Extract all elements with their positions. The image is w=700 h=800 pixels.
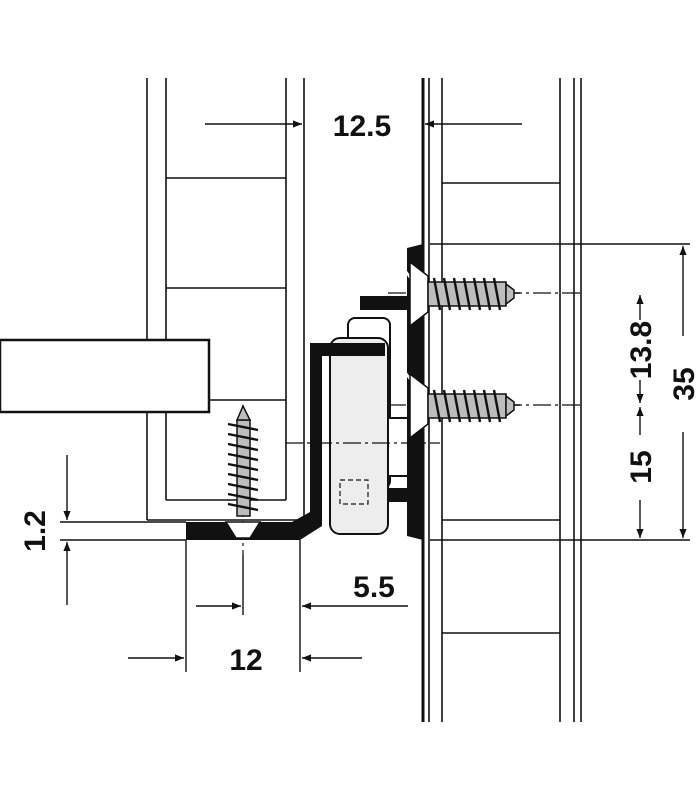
dimension-base-width: 12 [128,644,362,677]
extension-lines-right [430,243,690,541]
cabinet-side-panel [421,78,582,722]
dimension-lower-offset: 15 [625,407,658,538]
dimension-screw-spacing: 13.8 [625,295,658,403]
slide-roller-housing [329,317,409,535]
extension-lines-bottom [185,540,301,672]
dimension-label: 1.2 [19,510,52,552]
dimension-bottom-gap: 1.2 [19,455,186,605]
dimension-label: 15 [625,450,658,483]
dimension-label: 12 [229,644,262,677]
dimension-label: 12.5 [333,110,391,143]
dimension-total-height: 35 [668,246,700,538]
dimension-label: 35 [668,367,700,400]
wood-screw-icon [224,404,262,539]
euro-screw-icon [409,260,515,328]
dimension-label: 5.5 [353,571,395,604]
drawer-bottom-board [0,338,211,414]
euro-screw-icon [409,372,515,440]
dimension-label: 13.8 [625,321,658,379]
drawer-side-panel [146,78,305,521]
dimension-gap-top: 12.5 [205,110,522,143]
dimension-base-offset: 5.5 [196,571,408,610]
